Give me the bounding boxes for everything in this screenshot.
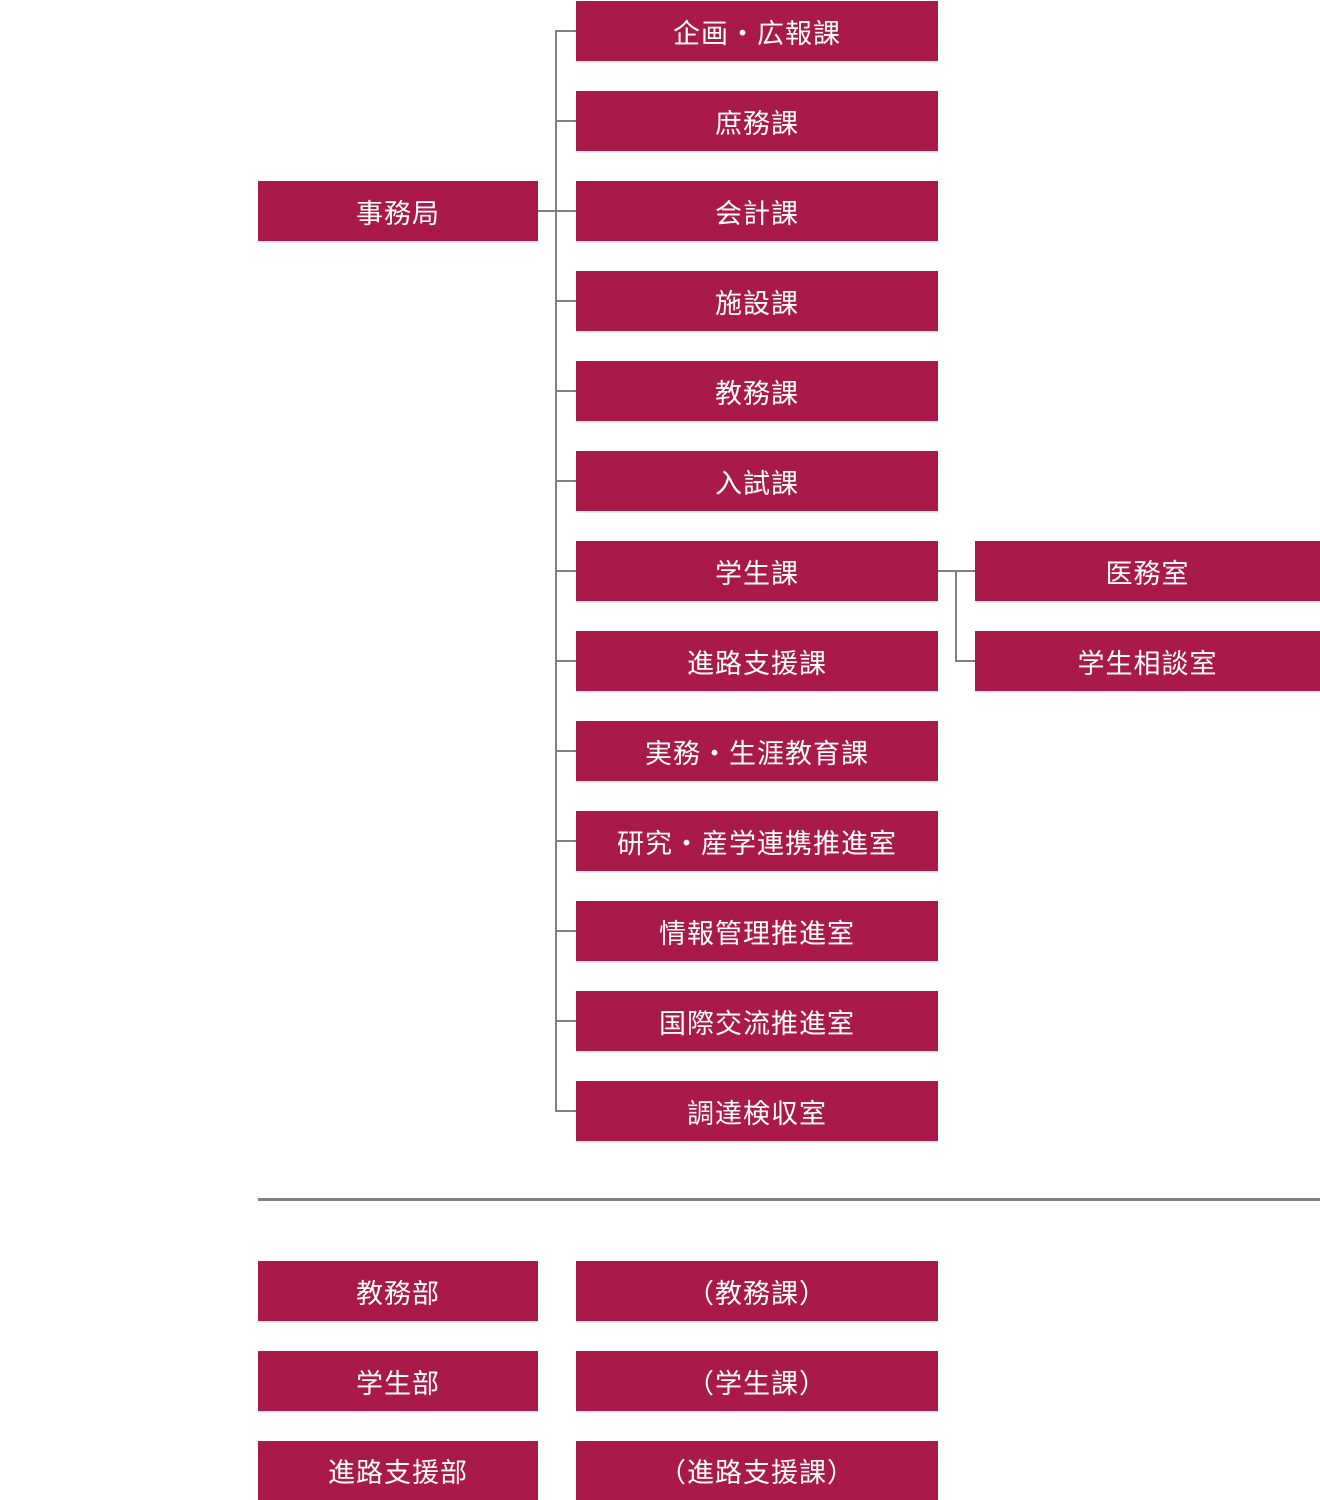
dept-label: 学生部 xyxy=(356,1368,440,1400)
section-box-shinro-shien[interactable]: 進路支援課 xyxy=(576,631,938,691)
dept-label: 進路支援部 xyxy=(328,1458,468,1489)
section-box-nyushi[interactable]: 入試課 xyxy=(576,451,938,511)
sub-section-label: 学生相談室 xyxy=(1077,648,1218,680)
dept-box-gakuseibu[interactable]: 学生部 xyxy=(258,1351,538,1411)
dept-related-box-shinro-shien[interactable]: （進路支援課） xyxy=(576,1441,938,1500)
section-label: 教務課 xyxy=(715,378,799,410)
dept-related-box-kyomu[interactable]: （教務課） xyxy=(576,1261,938,1321)
section-box-shisetsu[interactable]: 施設課 xyxy=(576,271,938,331)
section-label: 庶務課 xyxy=(715,108,799,140)
connector-gakusei-to-subtrunk xyxy=(938,570,976,572)
section-label: 学生課 xyxy=(715,558,799,590)
section-box-kokusai-koryu[interactable]: 国際交流推進室 xyxy=(576,991,938,1051)
section-label: 施設課 xyxy=(715,288,799,320)
dept-related-label: （進路支援課） xyxy=(659,1458,855,1489)
dept-label: 教務部 xyxy=(356,1278,440,1310)
sub-box-gakusei-sodan[interactable]: 学生相談室 xyxy=(975,631,1320,691)
connector-root-to-trunk xyxy=(538,210,557,212)
section-label: 実務・生涯教育課 xyxy=(645,738,869,770)
section-box-gakusei[interactable]: 学生課 xyxy=(576,541,938,601)
section-label: 調達検収室 xyxy=(687,1098,827,1130)
section-box-joho-kanri[interactable]: 情報管理推進室 xyxy=(576,901,938,961)
dept-related-box-gakusei[interactable]: （学生課） xyxy=(576,1351,938,1411)
section-box-shomu[interactable]: 庶務課 xyxy=(576,91,938,151)
branch-line xyxy=(555,390,576,392)
section-label: 進路支援課 xyxy=(687,648,827,680)
section-box-kyomu[interactable]: 教務課 xyxy=(576,361,938,421)
section-box-kikaku-kouhou[interactable]: 企画・広報課 xyxy=(576,1,938,61)
dept-box-kyomubu[interactable]: 教務部 xyxy=(258,1261,538,1321)
sub-box-imushitsu[interactable]: 医務室 xyxy=(975,541,1320,601)
branch-line xyxy=(555,1020,576,1022)
root-label: 事務局 xyxy=(356,198,440,230)
section-label: 会計課 xyxy=(715,198,799,230)
branch-line xyxy=(555,30,576,32)
section-box-kaikei[interactable]: 会計課 xyxy=(576,181,938,241)
branch-line xyxy=(555,120,576,122)
branch-line xyxy=(555,480,576,482)
subtrunk-line xyxy=(955,570,957,662)
section-label: 情報管理推進室 xyxy=(659,918,855,950)
dept-box-shinro-shienbu[interactable]: 進路支援部 xyxy=(258,1441,538,1500)
sub-branch-line xyxy=(955,660,976,662)
section-label: 国際交流推進室 xyxy=(659,1008,855,1040)
root-box-jimukyoku[interactable]: 事務局 xyxy=(258,181,538,241)
branch-line xyxy=(555,930,576,932)
branch-line xyxy=(555,750,576,752)
branch-line xyxy=(555,300,576,302)
branch-line xyxy=(555,1110,576,1112)
dept-related-label: （学生課） xyxy=(687,1368,827,1400)
section-divider xyxy=(258,1198,1320,1201)
branch-line xyxy=(555,840,576,842)
section-label: 研究・産学連携推進室 xyxy=(617,828,897,860)
section-label: 入試課 xyxy=(715,468,799,500)
section-box-jitsumu-shogai[interactable]: 実務・生涯教育課 xyxy=(576,721,938,781)
section-box-kenkyu-sangaku[interactable]: 研究・産学連携推進室 xyxy=(576,811,938,871)
dept-related-label: （教務課） xyxy=(687,1278,827,1310)
branch-line xyxy=(555,210,576,212)
section-box-chotatsu-kenshu[interactable]: 調達検収室 xyxy=(576,1081,938,1141)
branch-line xyxy=(555,570,576,572)
sub-section-label: 医務室 xyxy=(1105,558,1190,590)
branch-line xyxy=(555,660,576,662)
section-label: 企画・広報課 xyxy=(673,18,841,50)
